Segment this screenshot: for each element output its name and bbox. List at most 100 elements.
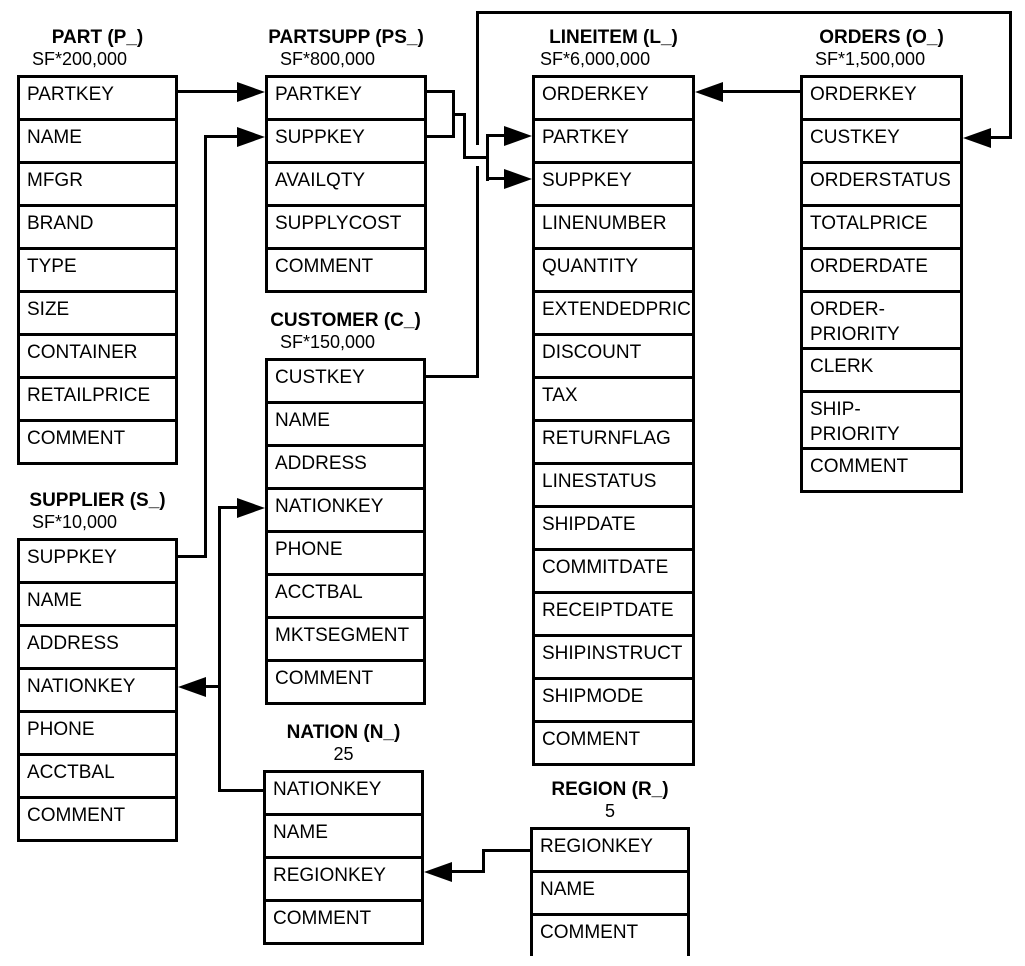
line-segment: [476, 11, 1012, 14]
line-segment: [463, 156, 489, 159]
line-segment: [482, 849, 485, 873]
table-row: NATIONKEY: [266, 773, 421, 816]
arrowhead-right-icon: [237, 127, 265, 147]
table-row: SHIPINSTRUCT: [535, 637, 692, 680]
table-row: CUSTKEY: [268, 361, 423, 404]
arrowhead-right-icon: [504, 169, 532, 189]
table-row: COMMENT: [535, 723, 692, 763]
line-segment: [427, 90, 455, 93]
table-title: LINEITEM (L_): [549, 27, 678, 48]
line-segment: [425, 375, 479, 378]
line-segment: [218, 506, 221, 792]
line-segment: [218, 506, 240, 509]
arrowhead-left-icon: [963, 128, 991, 148]
table-row: NATIONKEY: [268, 490, 423, 533]
table-row: QUANTITY: [535, 250, 692, 293]
line-segment: [486, 134, 507, 137]
table-row: EXTENDEDPRICE: [535, 293, 692, 336]
table-row: COMMENT: [268, 662, 423, 702]
table-row: COMMENT: [266, 902, 421, 942]
line-segment: [218, 789, 263, 792]
table-row: CUSTKEY: [803, 121, 960, 164]
line-segment: [1009, 11, 1012, 139]
table-row: MFGR: [20, 164, 175, 207]
table-title: NATION (N_): [286, 722, 401, 743]
table-row: PARTKEY: [20, 78, 175, 121]
line-segment: [178, 555, 207, 558]
table-row: COMMENT: [533, 916, 687, 956]
table-row: LINENUMBER: [535, 207, 692, 250]
table-cardinality: SF*800,000: [280, 49, 376, 69]
table-row: TAX: [535, 379, 692, 422]
table-row: ORDER-PRIORITY: [803, 293, 960, 350]
line-segment: [204, 136, 207, 558]
table-row: SUPPLYCOST: [268, 207, 424, 250]
table-row: LINESTATUS: [535, 465, 692, 508]
table-title: SUPPLIER (S_): [29, 490, 166, 511]
arrowhead-left-icon: [424, 862, 452, 882]
table-row: ORDERKEY: [535, 78, 692, 121]
table-row: ORDERSTATUS: [803, 164, 960, 207]
table-row: NAME: [268, 404, 423, 447]
table-row: CLERK: [803, 350, 960, 393]
table-row: CONTAINER: [20, 336, 175, 379]
table-row: NAME: [20, 584, 175, 627]
table-row: NATIONKEY: [20, 670, 175, 713]
table-cardinality: SF*6,000,000: [540, 49, 651, 69]
table-row: NAME: [20, 121, 175, 164]
table-cardinality: SF*1,500,000: [815, 49, 926, 69]
table-row: REGIONKEY: [533, 830, 687, 873]
table-cardinality: SF*150,000: [280, 332, 376, 352]
table-row: TYPE: [20, 250, 175, 293]
arrowhead-right-icon: [237, 498, 265, 518]
table-row: SIZE: [20, 293, 175, 336]
line-segment: [463, 113, 466, 159]
table-row: ACCTBAL: [268, 576, 423, 619]
arrowhead-left-icon: [178, 677, 206, 697]
table-row: ADDRESS: [20, 627, 175, 670]
table-row: RECEIPTDATE: [535, 594, 692, 637]
table-row: DISCOUNT: [535, 336, 692, 379]
table-row: COMMITDATE: [535, 551, 692, 594]
line-segment: [427, 135, 455, 138]
table-cardinality: SF*10,000: [32, 512, 118, 532]
table-row: SHIP-PRIORITY: [803, 393, 960, 450]
line-segment: [476, 166, 479, 378]
table-row: ORDERDATE: [803, 250, 960, 293]
line-segment: [476, 11, 479, 145]
line-segment: [206, 685, 221, 688]
table-title: PART (P_): [51, 27, 144, 48]
table-row: COMMENT: [803, 450, 960, 490]
table-row: SHIPDATE: [535, 508, 692, 551]
table-row: SUPPKEY: [20, 541, 175, 584]
table-row: COMMENT: [268, 250, 424, 290]
line-segment: [721, 90, 800, 93]
table-row: PARTKEY: [268, 78, 424, 121]
table-row: ADDRESS: [268, 447, 423, 490]
table-row: SUPPKEY: [535, 164, 692, 207]
line-segment: [486, 177, 507, 180]
table-row: RETAILPRICE: [20, 379, 175, 422]
table-cardinality: SF*200,000: [32, 49, 128, 69]
table-row: AVAILQTY: [268, 164, 424, 207]
table-row: ACCTBAL: [20, 756, 175, 799]
table-title: ORDERS (O_): [819, 27, 944, 48]
line-segment: [178, 90, 240, 93]
arrowhead-right-icon: [504, 126, 532, 146]
table-row: SHIPMODE: [535, 680, 692, 723]
arrowhead-left-icon: [695, 82, 723, 102]
line-segment: [452, 113, 466, 116]
